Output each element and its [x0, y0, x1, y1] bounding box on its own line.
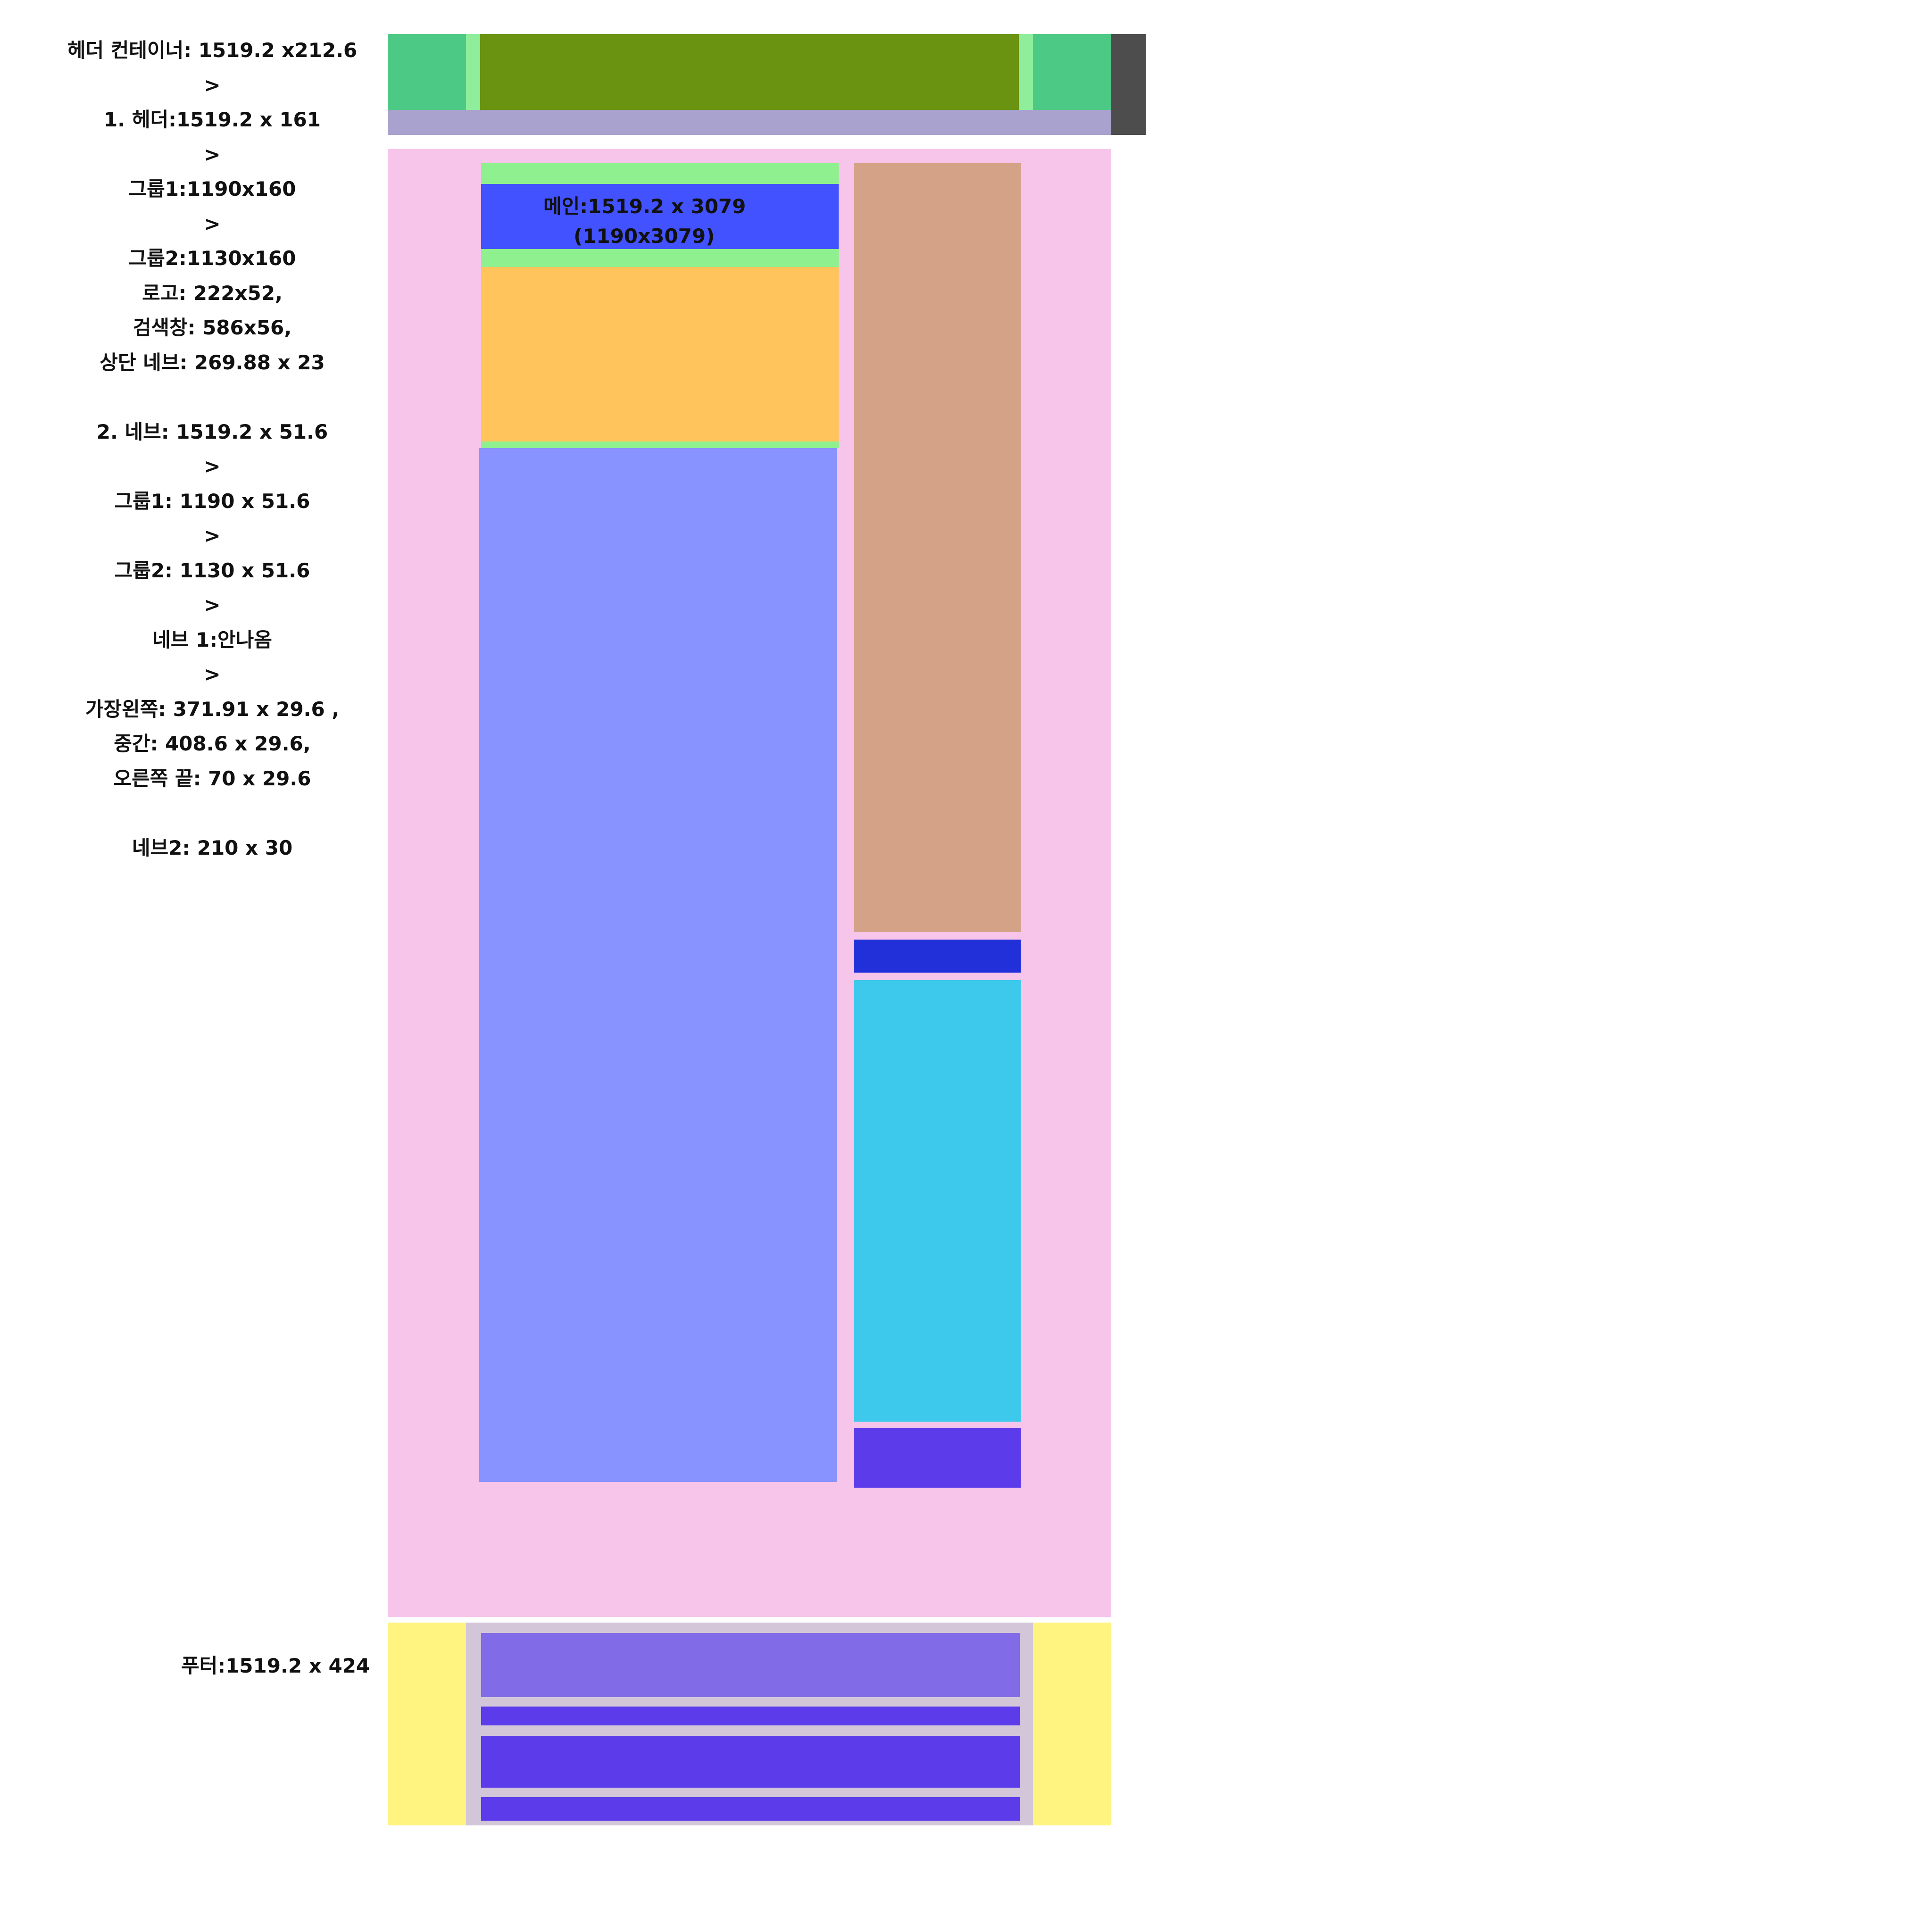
annotation-line: 오른쪽 끝: 70 x 29.6 [113, 766, 311, 790]
header-group2 [480, 34, 1019, 110]
footer [388, 1623, 1111, 1825]
annotation-list: 헤더 컨테이너: 1519.2 x212.6 >1. 헤더:1519.2 x 16… [57, 33, 368, 865]
header-container [388, 34, 1111, 135]
main-left-green-strip [481, 249, 839, 267]
annotation-line: 헤더 컨테이너: 1519.2 x212.6 [67, 39, 358, 62]
annotation-line: 로고: 222x52, [142, 281, 283, 305]
annotation-line: 그룹1:1190x160 [128, 177, 296, 200]
annotation-line: 중간: 408.6 x 29.6, [114, 732, 311, 755]
annotation-line: 상단 네브: 269.88 x 23 [100, 350, 325, 374]
annotation-line: 그룹2: 1130 x 51.6 [114, 558, 310, 582]
annotation-line: 네브2: 210 x 30 [132, 836, 293, 859]
footer-bar-1 [481, 1633, 1020, 1697]
main-left-green-line [481, 441, 839, 448]
annotation-line: 검색창: 586x56, [133, 316, 292, 339]
main-area: 메인:1519.2 x 3079 (1190x3079) [388, 149, 1111, 1617]
annotation-line: 1. 헤더:1519.2 x 161 [104, 108, 321, 131]
footer-bar-4 [481, 1797, 1020, 1821]
main-label-1: 메인:1519.2 x 3079 [543, 195, 746, 218]
annotation-line: 네브 1:안나옴 [152, 628, 272, 651]
annotation-line: 가장왼쪽: 371.91 x 29.6 , [85, 697, 340, 721]
annotation-line: 그룹2:1130x160 [128, 247, 296, 270]
footer-label: 푸터:1519.2 x 424 [181, 1654, 370, 1677]
main-left-top-green [481, 163, 839, 184]
main-right-violet [854, 1428, 1021, 1488]
main-left-orange [481, 267, 839, 441]
annotation-line: 그룹1: 1190 x 51.6 [114, 489, 310, 513]
annotation-arrow: > [204, 455, 221, 478]
annotation-arrow: > [204, 212, 221, 235]
scrollbar [1111, 34, 1146, 135]
main-left-periwinkle [479, 448, 837, 1482]
annotation-spacer [57, 796, 368, 831]
annotation-spacer [57, 380, 368, 415]
annotation-arrow: > [204, 142, 221, 166]
footer-bar-2 [481, 1707, 1020, 1725]
nav-bar [388, 110, 1111, 135]
annotation-arrow: > [204, 73, 221, 97]
annotation-arrow: > [204, 663, 221, 686]
main-label-2: (1190x3079) [574, 225, 715, 248]
main-right-cyan [854, 980, 1021, 1422]
footer-bar-3 [481, 1736, 1020, 1788]
annotation-line: 2. 네브: 1519.2 x 51.6 [96, 420, 328, 443]
main-left-blue [481, 184, 839, 249]
annotation-arrow: > [204, 593, 221, 616]
main-right-tan [854, 163, 1021, 932]
main-right-blue [854, 940, 1021, 973]
annotation-arrow: > [204, 524, 221, 547]
